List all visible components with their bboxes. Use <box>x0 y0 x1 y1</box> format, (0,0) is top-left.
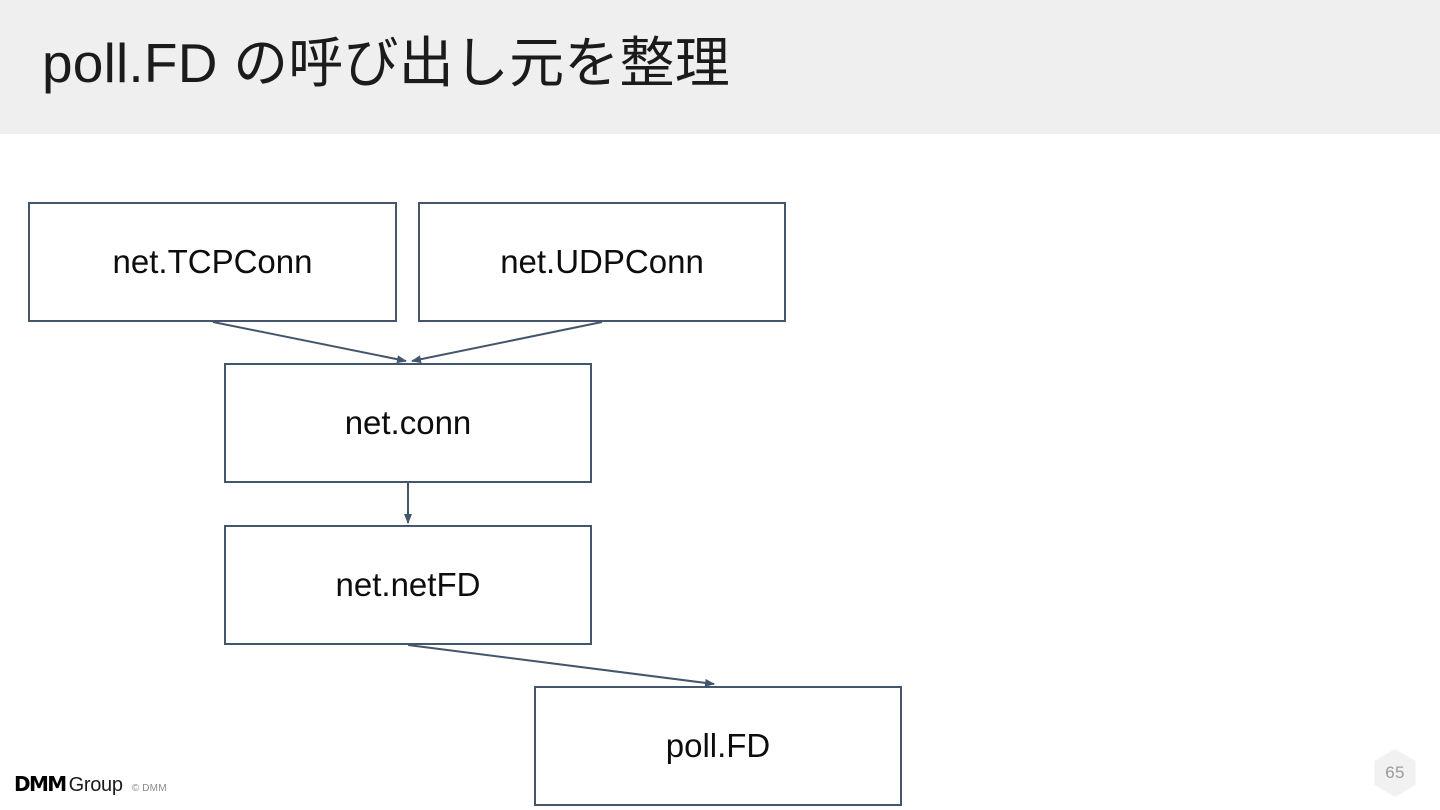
node-net-udpconn[interactable]: net.UDPConn <box>418 202 786 322</box>
node-poll-fd[interactable]: poll.FD <box>534 686 902 806</box>
edge-tcpconn-to-conn <box>212 321 407 364</box>
copyright-notice: © DMM <box>131 783 167 794</box>
dmm-group-logo: DMM Group © DMM <box>14 772 167 797</box>
node-label: net.UDPConn <box>500 243 704 280</box>
node-label: poll.FD <box>665 727 771 764</box>
node-net-tcpconn[interactable]: net.TCPConn <box>28 202 397 322</box>
page-title: poll.FD の呼び出し元を整理 <box>42 32 730 94</box>
node-label: net.conn <box>344 404 472 441</box>
slide-header-band <box>0 0 1440 134</box>
page-number-badge: 65 <box>1371 749 1419 797</box>
node-net-netfd[interactable]: net.netFD <box>224 525 592 645</box>
node-net-conn[interactable]: net.conn <box>224 363 592 483</box>
edge-udpconn-to-conn <box>411 321 603 364</box>
page-number: 65 <box>1385 763 1405 782</box>
edge-netfd-to-pollfd <box>407 644 715 687</box>
logo-wordmark: Group <box>68 774 123 796</box>
node-label: net.netFD <box>335 566 481 603</box>
logo-mark: DMM <box>14 772 67 796</box>
node-label: net.TCPConn <box>112 243 313 280</box>
